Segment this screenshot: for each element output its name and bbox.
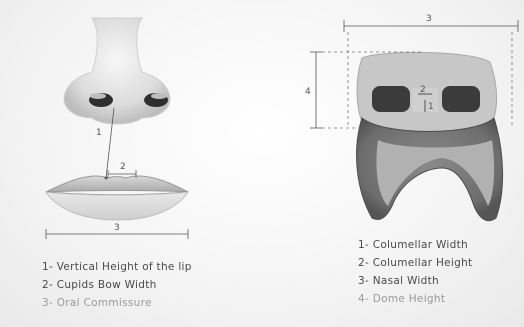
label-model-3: 3 (426, 14, 432, 24)
lips-illustration (46, 176, 188, 220)
legend-item-cupids-bow: 2- Cupids Bow Width (42, 276, 192, 294)
label-model-2: 2 (420, 85, 426, 95)
label-3: 3 (114, 223, 120, 233)
legend-item-dome-height: 4- Dome Height (358, 290, 472, 308)
measure-cupids-bow: 2 (108, 162, 136, 178)
left-legend: 1- Vertical Height of the lip 2- Cupids … (42, 258, 192, 312)
legend-item-columellar-height: 2- Columellar Height (358, 254, 472, 272)
legend-item-vertical-height: 1- Vertical Height of the lip (42, 258, 192, 276)
right-legend: 1- Columellar Width 2- Columellar Height… (358, 236, 472, 308)
nose-illustration (64, 18, 170, 124)
legend-item-nasal-width: 3- Nasal Width (358, 272, 472, 290)
legend-item-oral-commissure: 3- Oral Commissure (42, 294, 192, 312)
model-right-nostril (442, 86, 480, 112)
model-left-nostril (372, 86, 410, 112)
measure-oral-commissure: 3 (46, 223, 188, 239)
label-model-4: 4 (305, 87, 311, 97)
label-2: 2 (120, 162, 126, 172)
nasal-model (357, 52, 503, 220)
legend-item-columellar-width: 1- Columellar Width (358, 236, 472, 254)
label-1: 1 (96, 128, 102, 138)
label-model-1: 1 (428, 102, 434, 112)
